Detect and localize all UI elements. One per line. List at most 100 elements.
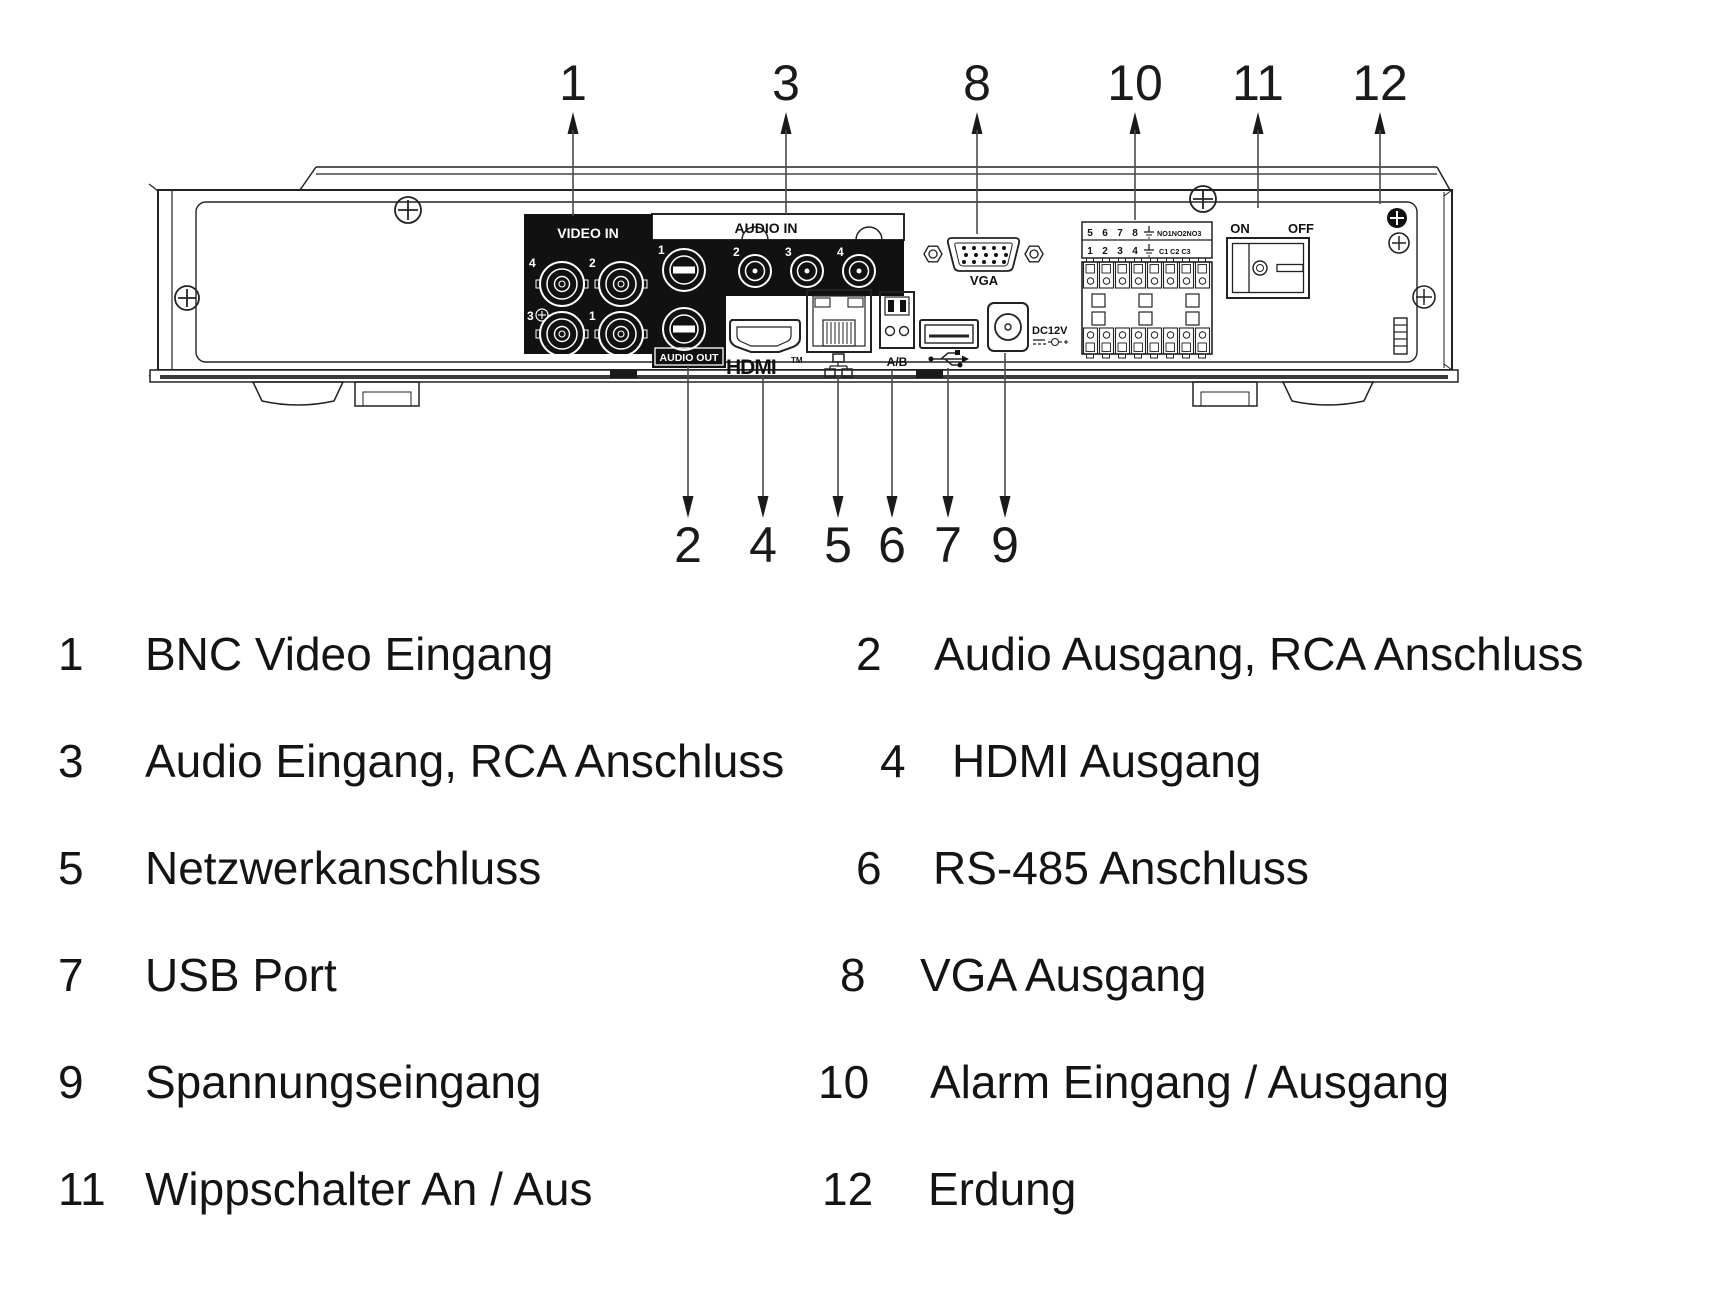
bnc-num: 1 <box>589 309 596 323</box>
dc12v-label: DC12V <box>1032 325 1068 337</box>
legend-number: 11 <box>58 1163 106 1215</box>
legend-number: 3 <box>58 735 84 787</box>
screw-icon <box>1189 185 1217 213</box>
legend-label: BNC Video Eingang <box>145 628 554 680</box>
callouts-top: 1 3 8 10 11 12 <box>559 55 1408 234</box>
rear-panel-diagram: VIDEO IN 4 2 3 1 AUDIO <box>148 55 1459 573</box>
callout-number: 2 <box>674 517 702 573</box>
legend-row: 1 BNC Video Eingang 2 Audio Ausgang, RCA… <box>0 627 1710 683</box>
legend-row: 11 Wippschalter An / Aus 12 Erdung <box>0 1162 1710 1218</box>
alarm-pin: 1 <box>1087 246 1093 257</box>
alarm-pin: 4 <box>1132 246 1138 257</box>
alarm-relay-label: NO1NO2NO3 <box>1157 229 1201 238</box>
legend-number: 12 <box>822 1163 874 1215</box>
vga-label: VGA <box>970 273 999 288</box>
bnc-connector <box>535 261 589 307</box>
legend-number: 8 <box>840 949 866 1001</box>
bnc-connector <box>535 311 589 357</box>
rca-jack <box>738 254 772 288</box>
bnc-num: 2 <box>589 256 596 270</box>
audio-num: 2 <box>733 245 740 259</box>
alarm-pin: 2 <box>1102 246 1108 257</box>
cable-clip <box>741 226 769 241</box>
audio-in-label: AUDIO IN <box>735 220 798 236</box>
legend-label: Audio Eingang, RCA Anschluss <box>145 735 785 787</box>
legend-label: Erdung <box>928 1163 1077 1215</box>
legend-row: 9 Spannungseingang 10 Alarm Eingang / Au… <box>0 1055 1710 1111</box>
audio-num: 4 <box>837 245 844 259</box>
hdmi-logo-text: HDMI <box>726 356 776 379</box>
legend-label: Spannungseingang <box>145 1056 542 1108</box>
legend-label: HDMI Ausgang <box>952 735 1262 787</box>
legend-label: Audio Ausgang, RCA Anschluss <box>934 628 1584 680</box>
legend-label: USB Port <box>145 949 337 1001</box>
legend-number: 2 <box>856 628 882 680</box>
legend-row: 7 USB Port 8 VGA Ausgang <box>0 948 1710 1004</box>
feet <box>251 381 1375 407</box>
legend-label: RS-485 Anschluss <box>933 842 1309 894</box>
legend-label: Netzwerkanschluss <box>145 842 542 894</box>
callout-number: 9 <box>991 517 1019 573</box>
callout-number: 12 <box>1352 55 1408 111</box>
callout-number: 11 <box>1232 55 1284 111</box>
serrated-contact <box>1393 317 1408 355</box>
alarm-common-label: C1 C2 C3 <box>1159 247 1191 256</box>
screw-icon <box>1412 285 1436 309</box>
alarm-pin: 3 <box>1117 246 1123 257</box>
callout-number: 10 <box>1107 55 1163 111</box>
alarm-pin: 5 <box>1087 228 1093 239</box>
rs485-port: A/B <box>879 291 915 369</box>
callouts-bottom: 2 4 5 6 7 9 <box>674 353 1019 573</box>
video-in-label: VIDEO IN <box>557 225 618 241</box>
callout-number: 8 <box>963 55 991 111</box>
legend-row: 5 Netzwerkanschluss 6 RS-485 Anschluss <box>0 841 1710 897</box>
callout-number: 1 <box>559 55 587 111</box>
legend-number: 5 <box>58 842 84 894</box>
callout-number: 5 <box>824 517 852 573</box>
switch-on-label: ON <box>1230 221 1250 236</box>
audio-out-column: 1 AUDIO OUT <box>652 240 726 368</box>
legend-number: 6 <box>856 842 882 894</box>
audio-out-label: AUDIO OUT <box>660 352 720 364</box>
legend-label: Wippschalter An / Aus <box>145 1163 593 1215</box>
small-screw-icon <box>535 308 549 322</box>
legend-row: 3 Audio Eingang, RCA Anschluss 4 HDMI Au… <box>0 734 1710 790</box>
callout-number: 3 <box>772 55 800 111</box>
switch-off-label: OFF <box>1288 221 1314 236</box>
rca-jack <box>842 254 876 288</box>
bnc-connector <box>594 261 648 307</box>
audio-in-band: AUDIO IN <box>651 213 905 241</box>
legend-number: 10 <box>818 1056 870 1108</box>
vga-port: VGA <box>923 237 1044 288</box>
panel-screws <box>174 185 1217 311</box>
alarm-pin: 6 <box>1102 228 1108 239</box>
legend-number: 9 <box>58 1056 84 1108</box>
legend-label: Alarm Eingang / Ausgang <box>930 1056 1450 1108</box>
bnc-connector <box>594 311 648 357</box>
usb-port <box>919 319 979 349</box>
ethernet-port <box>806 289 872 353</box>
bnc-num: 3 <box>527 309 534 323</box>
video-in-panel: VIDEO IN 4 2 3 1 <box>524 214 652 357</box>
ground-screw-icon <box>1387 208 1407 228</box>
audio-in-panel: 2 3 4 <box>726 240 904 296</box>
callout-number: 4 <box>749 517 777 573</box>
legend-label: VGA Ausgang <box>920 949 1207 1001</box>
cable-clip <box>855 226 883 241</box>
dc-power-jack: DC12V <box>987 302 1068 352</box>
dc-polarity-icon <box>1033 337 1068 347</box>
rca-jack <box>662 307 706 351</box>
screw-icon <box>174 285 200 311</box>
legend-number: 1 <box>58 628 84 680</box>
legend-number: 7 <box>58 949 84 1001</box>
alarm-pin: 8 <box>1132 228 1138 239</box>
ground-symbol-icon <box>1144 244 1154 257</box>
callout-number: 7 <box>934 517 962 573</box>
hdmi-logo: HDMI TM <box>726 356 803 379</box>
network-icon <box>824 353 853 378</box>
rca-jack <box>662 248 706 292</box>
ground-screws <box>1387 208 1436 355</box>
legend-number: 4 <box>880 735 906 787</box>
